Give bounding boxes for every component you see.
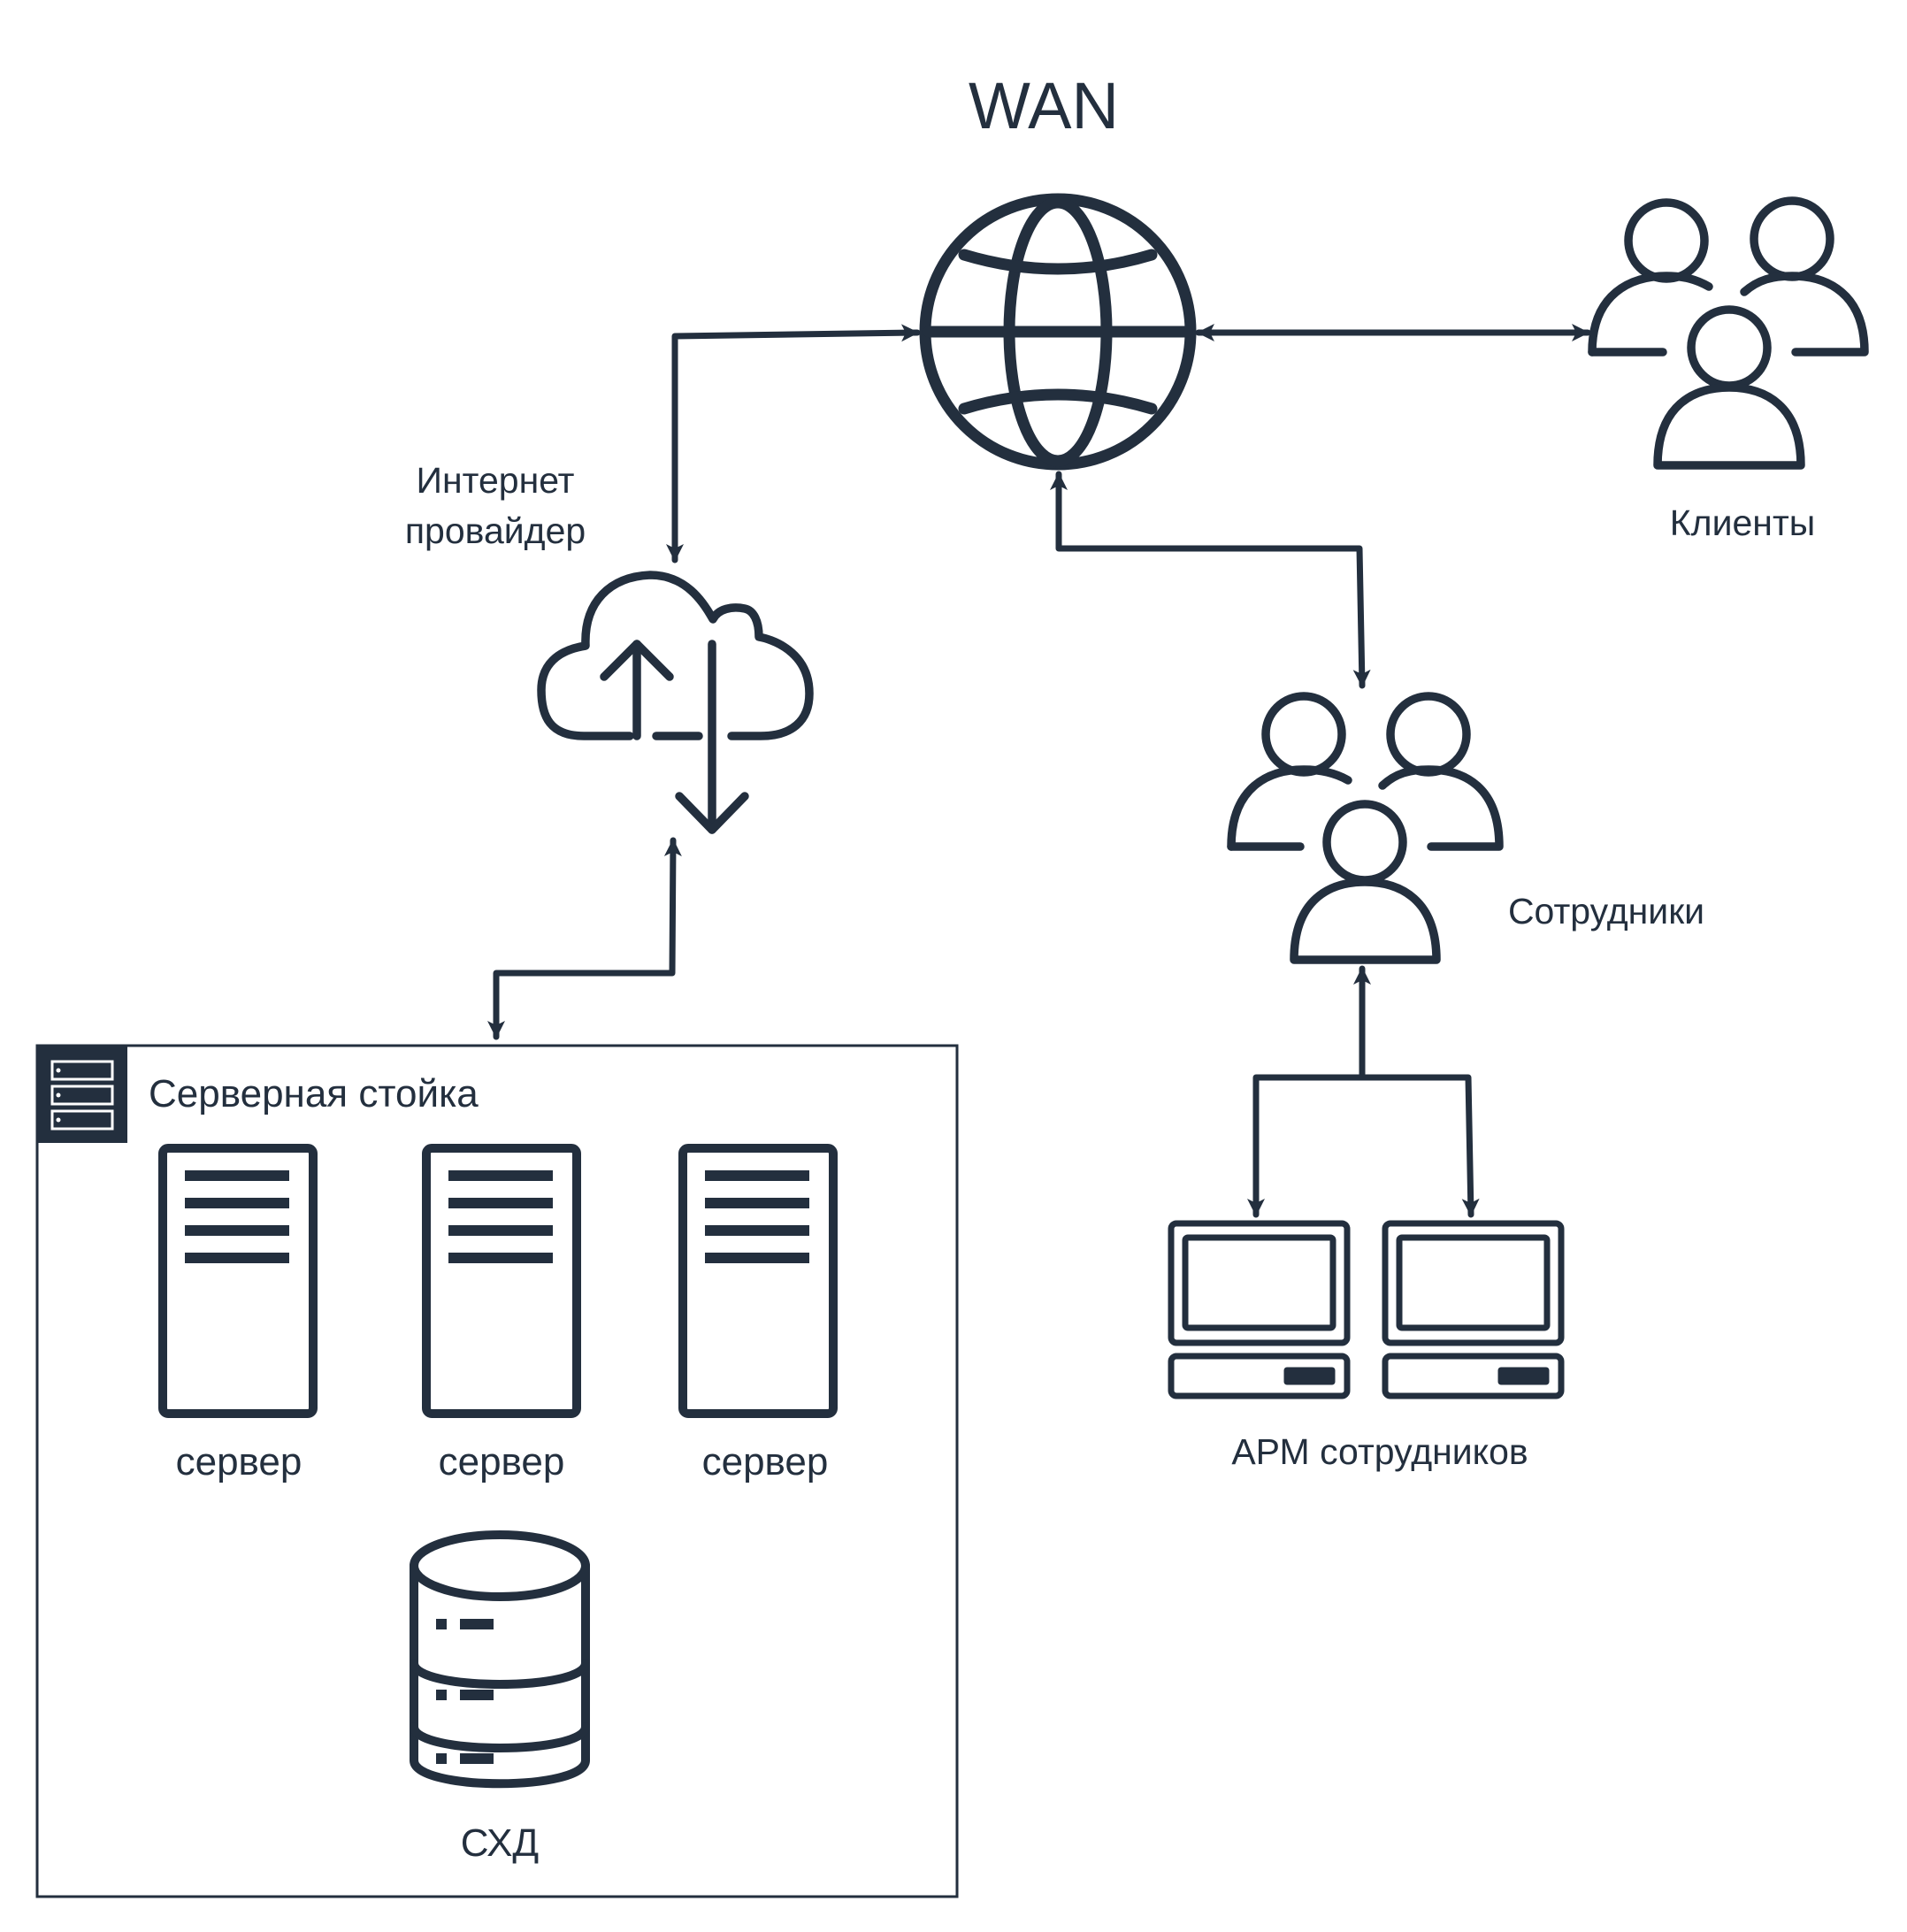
- employees-users-icon[interactable]: [1227, 692, 1504, 964]
- server-rack-icon: [37, 1046, 127, 1143]
- server-rack-title: Серверная стойка: [149, 1072, 479, 1116]
- connector-hub-workstation-2[interactable]: [1359, 1074, 1480, 1218]
- provider-label-line2: провайдер: [405, 510, 586, 551]
- clients-label: Клиенты: [1670, 502, 1815, 543]
- workstations-label: АРМ сотрудников: [1231, 1431, 1528, 1472]
- server-3-label: сервер: [702, 1440, 829, 1484]
- database-icon[interactable]: [410, 1530, 590, 1789]
- connector-wan-employees[interactable]: [1050, 471, 1371, 689]
- server-rack-group[interactable]: Серверная стойка: [35, 1044, 959, 1898]
- wan-title: WAN: [969, 69, 1119, 142]
- connector-provider-rack[interactable]: [487, 837, 682, 1040]
- storage-label: СХД: [461, 1821, 539, 1865]
- connector-hub-workstation-1[interactable]: [1247, 1074, 1366, 1218]
- cloud-upload-download-icon[interactable]: [537, 571, 814, 834]
- provider-label-line1: Интернет: [417, 460, 575, 501]
- server-2-label: сервер: [439, 1440, 565, 1484]
- server-icon-3[interactable]: [678, 1144, 838, 1418]
- desktop-computer-icon-1[interactable]: [1168, 1220, 1351, 1399]
- server-icon-2[interactable]: [422, 1144, 581, 1418]
- server-rack-frame: [35, 1044, 959, 1898]
- connector-provider-wan[interactable]: [666, 324, 921, 564]
- desktop-computer-icon-2[interactable]: [1382, 1220, 1565, 1399]
- server-1-label: сервер: [176, 1440, 303, 1484]
- server-icon-1[interactable]: [158, 1144, 318, 1418]
- connectors: [487, 324, 1591, 1218]
- employees-label: Сотрудники: [1508, 891, 1704, 932]
- clients-users-icon[interactable]: [1588, 196, 1869, 470]
- globe-icon[interactable]: [919, 193, 1197, 471]
